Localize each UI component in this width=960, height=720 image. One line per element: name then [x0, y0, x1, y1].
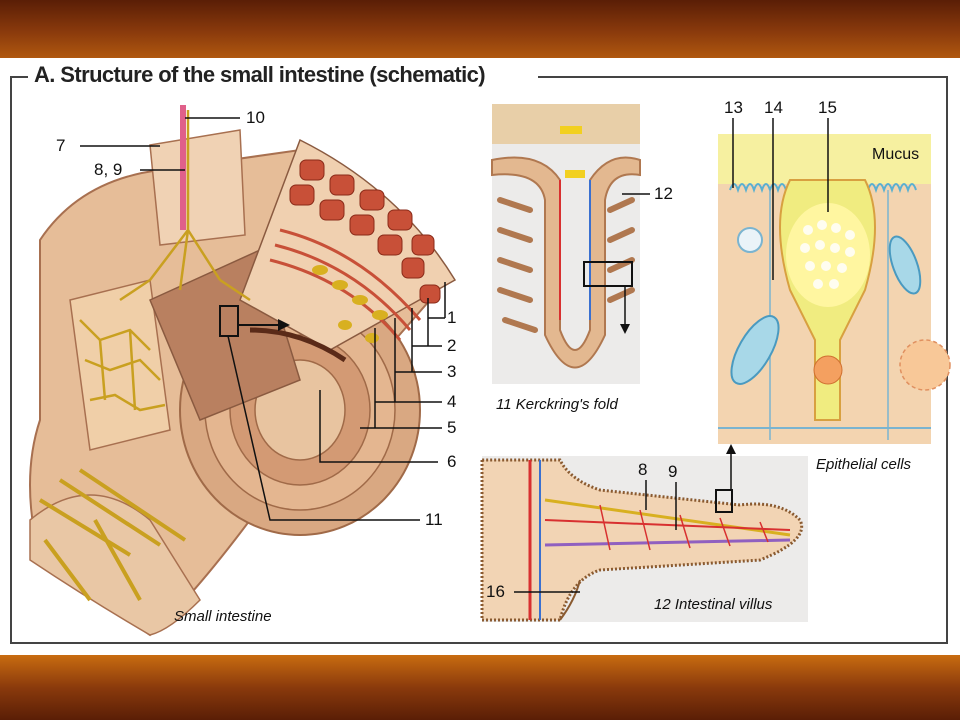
label-13: 13: [724, 98, 743, 117]
label-6: 6: [447, 452, 457, 471]
label-2: 2: [447, 336, 457, 355]
slide-bottom-band: [0, 655, 960, 720]
epithelial-cells-drawing: [718, 118, 951, 444]
label-5: 5: [447, 418, 457, 437]
caption-intestinal-villus: 12 Intestinal villus: [654, 596, 773, 613]
slide-top-band: [0, 0, 960, 58]
figure-title: A. Structure of the small intestine (sch…: [34, 62, 486, 87]
label-11: 11: [425, 510, 443, 529]
label-3: 3: [447, 362, 457, 381]
small-intestine-drawing: [29, 105, 457, 637]
kerckring-fold-drawing: [491, 104, 650, 384]
caption-kerckring-fold: 11 Kerckring's fold: [496, 396, 618, 413]
label-mucus: Mucus: [872, 146, 920, 163]
label-4: 4: [447, 392, 457, 411]
label-14: 14: [764, 98, 783, 117]
label-16: 16: [486, 582, 505, 601]
label-9-villus: 9: [668, 462, 678, 481]
label-1: 1: [447, 308, 457, 327]
label-12: 12: [654, 184, 673, 203]
intestinal-villus-drawing: [480, 444, 808, 622]
label-7: 7: [56, 136, 66, 155]
label-15: 15: [818, 98, 837, 117]
label-10: 10: [246, 108, 265, 127]
caption-epithelial-cells: Epithelial cells: [816, 456, 912, 473]
label-8-villus: 8: [638, 460, 648, 479]
caption-small-intestine: Small intestine: [174, 608, 272, 625]
label-8-9: 8, 9: [94, 160, 123, 179]
